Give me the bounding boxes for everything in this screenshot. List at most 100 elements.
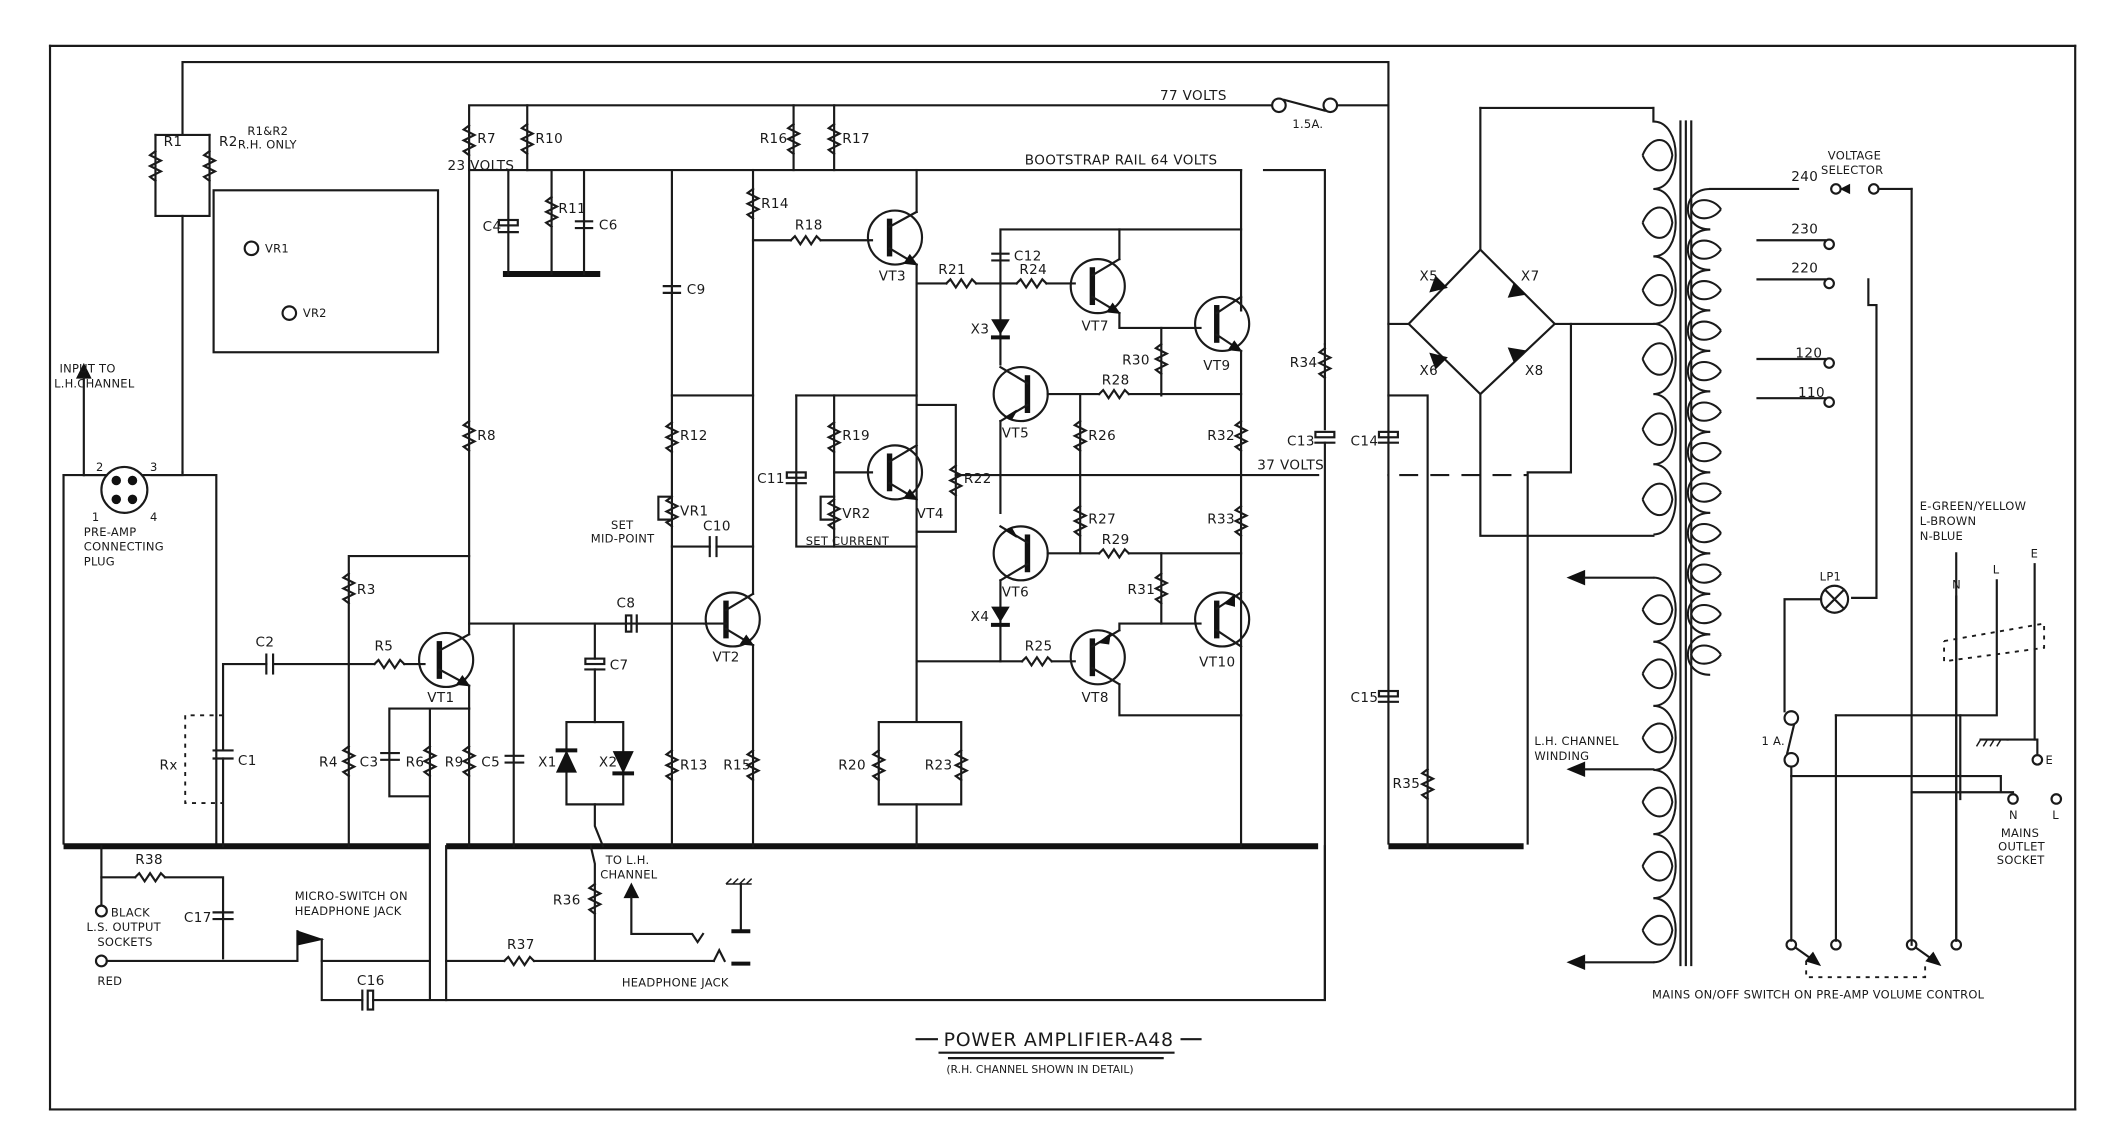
winding-turn — [1641, 393, 1677, 466]
winding-turn — [1686, 349, 1722, 393]
label-rx: Rx — [160, 757, 178, 773]
label-c1: C1 — [238, 753, 257, 769]
plug-label-line2: CONNECTING — [84, 540, 164, 554]
secondary-winding-upper — [1641, 120, 1677, 325]
label-c5: C5 — [481, 755, 500, 771]
label-r28: R28 — [1102, 373, 1130, 389]
label-c15: C15 — [1351, 690, 1379, 706]
vt3-stage: R16 R17 R18 VT3 — [751, 104, 924, 663]
panel-vr2-label: VR2 — [303, 306, 327, 320]
outlet-pin-e: E — [2045, 753, 2053, 767]
socket-red-icon — [94, 954, 108, 968]
label-r16: R16 — [760, 131, 788, 147]
voltage-selector: VOLTAGE SELECTOR 240 230 220 120 110 — [1709, 148, 1913, 946]
bias-stage: C11 R19 VR2 SET CURRENT VT4 R22 R20 R23 — [757, 394, 1002, 848]
supply-rail-label: 77 VOLTS — [1160, 88, 1227, 104]
midpoint-rail-label: 37 VOLTS — [1257, 458, 1324, 474]
label-vt5: VT5 — [1002, 425, 1029, 441]
diode-x8-icon — [1507, 347, 1527, 363]
panel-vr1-label: VR1 — [265, 241, 289, 255]
label-r20: R20 — [838, 757, 866, 773]
label-r34: R34 — [1290, 355, 1318, 371]
mains-lead-e: E — [2031, 546, 2039, 560]
note-r1r2-line1: R1&R2 — [247, 124, 288, 138]
winding-turn — [1641, 704, 1677, 771]
label-r1: R1 — [164, 134, 183, 150]
label-x4: X4 — [971, 609, 990, 625]
transistor-vt2-icon — [704, 591, 761, 648]
label-r37: R37 — [507, 937, 535, 953]
label-vt4: VT4 — [917, 506, 944, 522]
mains-wiring: LP1 1 A. N L E MAINS OUTLET SOCKET — [1652, 187, 2063, 1002]
outlet-pin-n: N — [2009, 808, 2018, 822]
label-x8: X8 — [1525, 363, 1544, 379]
ls-output-label-line1: L.S. OUTPUT — [87, 920, 162, 934]
lh-winding-arrow-lower-icon — [1566, 954, 1586, 971]
mains-lead-l: L — [1993, 563, 2000, 577]
diode-x7-icon — [1507, 282, 1527, 298]
winding-turn — [1686, 511, 1722, 555]
outlet-label-line3: SOCKET — [1997, 853, 2045, 867]
transistor-vt5-icon — [992, 366, 1049, 423]
output-capacitors: R34 C13 C14 C15 R35 — [1287, 343, 1436, 1000]
mains-switch-label: MAINS ON/OFF SWITCH ON PRE-AMP VOLUME CO… — [1652, 988, 1985, 1002]
label-r11: R11 — [558, 201, 586, 217]
label-c9: C9 — [687, 282, 706, 298]
set-midpoint-line1: SET — [611, 518, 634, 532]
outlet-label-line1: MAINS — [2001, 826, 2039, 840]
label-r12: R12 — [680, 428, 708, 444]
tap-120-label: 120 — [1795, 346, 1822, 362]
winding-turn — [1641, 833, 1677, 900]
diode-x4-icon — [991, 606, 1010, 623]
secondary-winding-middle — [1641, 322, 1677, 536]
diode-x6-icon — [1429, 352, 1448, 370]
fuse-main-label: 1.5A. — [1292, 117, 1323, 131]
label-x6: X6 — [1420, 363, 1439, 379]
wire-colour-earth: E-GREEN/YELLOW — [1920, 499, 2026, 513]
label-vt8: VT8 — [1082, 690, 1109, 706]
label-vt6: VT6 — [1002, 585, 1029, 601]
lh-winding-arrow-upper-icon — [1566, 569, 1586, 586]
r1-r2-network: R1 R2 R1&R2 R.H. ONLY — [147, 124, 297, 474]
winding-turn — [1686, 633, 1722, 676]
winding-turn — [1686, 228, 1722, 271]
label-r5: R5 — [374, 639, 393, 655]
diode-x5-icon — [1429, 275, 1448, 293]
wire-colour-live: L-BROWN — [1920, 514, 1977, 528]
label-r26: R26 — [1088, 428, 1116, 444]
transistor-vt3-icon — [866, 209, 924, 266]
diagram-title: POWER AMPLIFIER-A48 — [944, 1029, 1174, 1051]
winding-turn — [1686, 187, 1722, 231]
driver-stage: C9 R12 VR1 SET MID-POINT C10 C7 X1 X2 C — [538, 168, 789, 848]
output-sockets: R38 C17 BLACK L.S. OUTPUT SOCKETS RED MI… — [87, 844, 1326, 1011]
transistor-vt9-icon — [1194, 295, 1251, 352]
plug-pin-1: 1 — [92, 510, 100, 524]
label-r9: R9 — [445, 755, 464, 771]
microswitch-label-line2: HEADPHONE JACK — [295, 904, 402, 918]
label-vr2: VR2 — [842, 506, 870, 522]
top-wiring — [181, 61, 1655, 845]
outlet-pin-l: L — [2052, 808, 2059, 822]
tap-110-label: 110 — [1798, 385, 1825, 401]
winding-turn — [1686, 309, 1722, 352]
label-r2: R2 — [219, 134, 238, 150]
label-x5: X5 — [1420, 269, 1439, 285]
label-c2: C2 — [256, 634, 275, 650]
label-r36: R36 — [553, 892, 581, 908]
selector-terminal-240 — [1830, 183, 1842, 195]
plug-pin-2: 2 — [96, 460, 104, 474]
label-r8: R8 — [477, 428, 496, 444]
label-vt1: VT1 — [427, 690, 454, 706]
label-x2: X2 — [599, 755, 618, 771]
ls-output-label-line2: SOCKETS — [97, 935, 152, 949]
label-r29: R29 — [1102, 532, 1130, 548]
label-x3: X3 — [971, 321, 990, 337]
mains-transformer: L.H. CHANNEL WINDING — [1534, 106, 1722, 971]
label-r31: R31 — [1128, 582, 1156, 598]
to-lh-arrow-icon — [623, 882, 640, 899]
resistor-r2 — [201, 149, 218, 183]
label-r25: R25 — [1025, 639, 1053, 655]
plug-label-line1: PRE-AMP — [84, 525, 137, 539]
tap-240-label: 240 — [1791, 169, 1818, 185]
